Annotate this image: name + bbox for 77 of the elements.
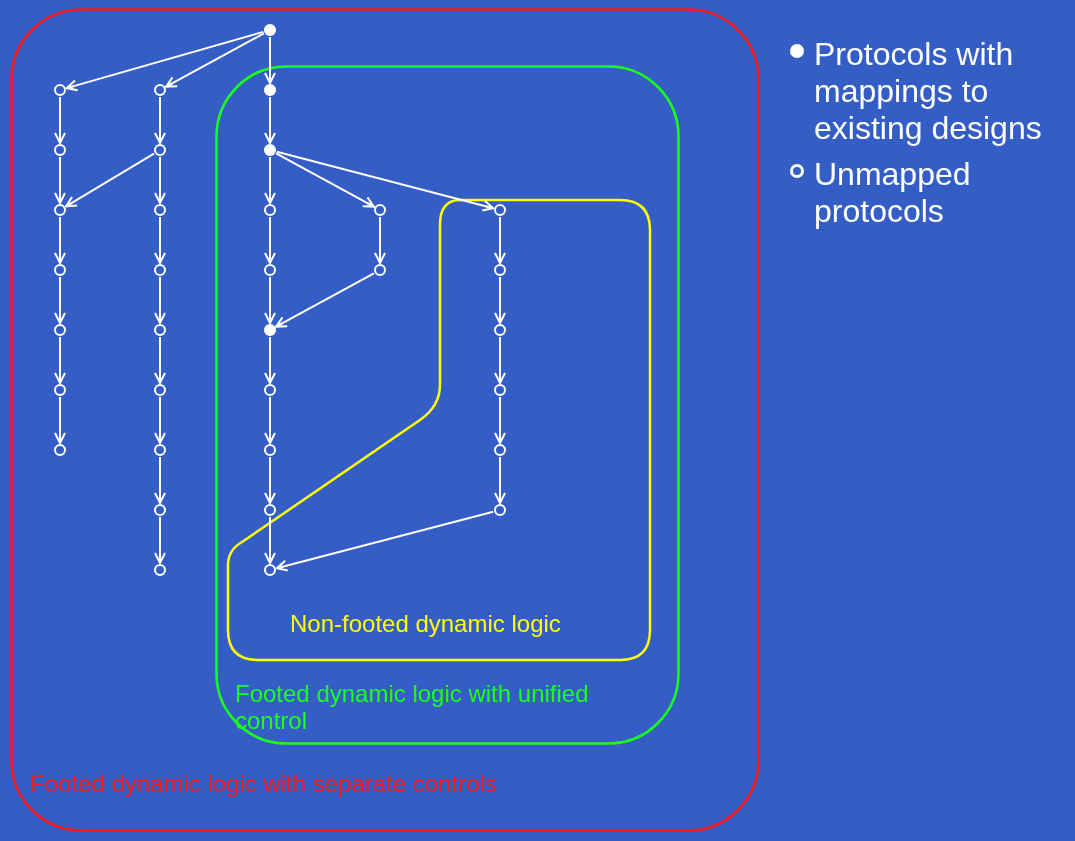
- open-node-dot: [494, 504, 506, 516]
- region-title: Non-footed dynamic logic: [290, 610, 561, 637]
- open-node-dot: [264, 204, 276, 216]
- arrow: [154, 216, 166, 264]
- region-outline: [10, 8, 760, 832]
- open-node-dot: [154, 144, 166, 156]
- arrow: [54, 96, 66, 144]
- arrow: [494, 216, 506, 264]
- open-node-dot: [54, 264, 66, 276]
- open-node-dot: [54, 144, 66, 156]
- open-node-dot: [154, 84, 166, 96]
- arrow: [65, 30, 265, 92]
- arrow: [275, 150, 495, 212]
- arrow: [65, 152, 155, 208]
- open-node-dot: [54, 444, 66, 456]
- open-node-dot: [264, 564, 276, 576]
- arrow: [264, 516, 276, 564]
- arrow: [275, 510, 495, 572]
- region-title: Footed dynamic logic with unified control: [235, 680, 590, 734]
- open-node-dot: [494, 264, 506, 276]
- arrow: [494, 276, 506, 324]
- open-node-dot: [154, 204, 166, 216]
- filled-node-dot: [264, 324, 276, 336]
- arrow: [264, 276, 276, 324]
- open-node-dot: [154, 384, 166, 396]
- arrow: [494, 396, 506, 444]
- arrow: [494, 456, 506, 504]
- open-node-dot: [264, 384, 276, 396]
- open-node-dot: [154, 324, 166, 336]
- legend-text: Unmapped protocols: [814, 156, 972, 230]
- open-node-dot: [264, 444, 276, 456]
- arrow: [154, 516, 166, 564]
- open-node-dot: [494, 204, 506, 216]
- open-node-dot: [54, 384, 66, 396]
- filled-node-dot: [264, 84, 276, 96]
- open-node-dot: [154, 504, 166, 516]
- arrow: [264, 396, 276, 444]
- open-node-dot: [494, 444, 506, 456]
- open-node-dot: [494, 384, 506, 396]
- arrow: [154, 456, 166, 504]
- open-node-dot: [154, 444, 166, 456]
- open-node-dot: [54, 324, 66, 336]
- arrow: [264, 336, 276, 384]
- open-node-dot: [54, 84, 66, 96]
- open-node-dot: [374, 204, 386, 216]
- arrow: [275, 272, 375, 328]
- arrow: [264, 156, 276, 204]
- region-title: Footed dynamic logic with separate controls: [30, 770, 497, 797]
- arrow: [154, 96, 166, 144]
- open-node-dot: [264, 504, 276, 516]
- arrow: [264, 456, 276, 504]
- arrow: [275, 152, 375, 208]
- open-node-dot: [154, 564, 166, 576]
- arrow: [374, 216, 386, 264]
- arrow: [54, 396, 66, 444]
- filled-node-dot: [264, 24, 276, 36]
- arrow: [154, 156, 166, 204]
- arrow: [54, 216, 66, 264]
- arrow: [54, 276, 66, 324]
- filled-node-dot: [264, 144, 276, 156]
- arrow: [264, 96, 276, 144]
- arrow: [54, 336, 66, 384]
- arrow: [264, 36, 276, 84]
- arrow: [154, 276, 166, 324]
- open-node-dot: [494, 324, 506, 336]
- region-outline: [215, 65, 680, 745]
- open-node-dot: [374, 264, 386, 276]
- open-node-dot: [264, 264, 276, 276]
- arrow: [54, 156, 66, 204]
- open-node-dot: [54, 204, 66, 216]
- arrow: [494, 336, 506, 384]
- arrow: [154, 336, 166, 384]
- legend-text: Protocols with mappings to existing designs: [814, 36, 1043, 147]
- open-node-dot: [154, 264, 166, 276]
- arrow: [165, 32, 265, 88]
- arrow: [154, 396, 166, 444]
- arrow: [264, 216, 276, 264]
